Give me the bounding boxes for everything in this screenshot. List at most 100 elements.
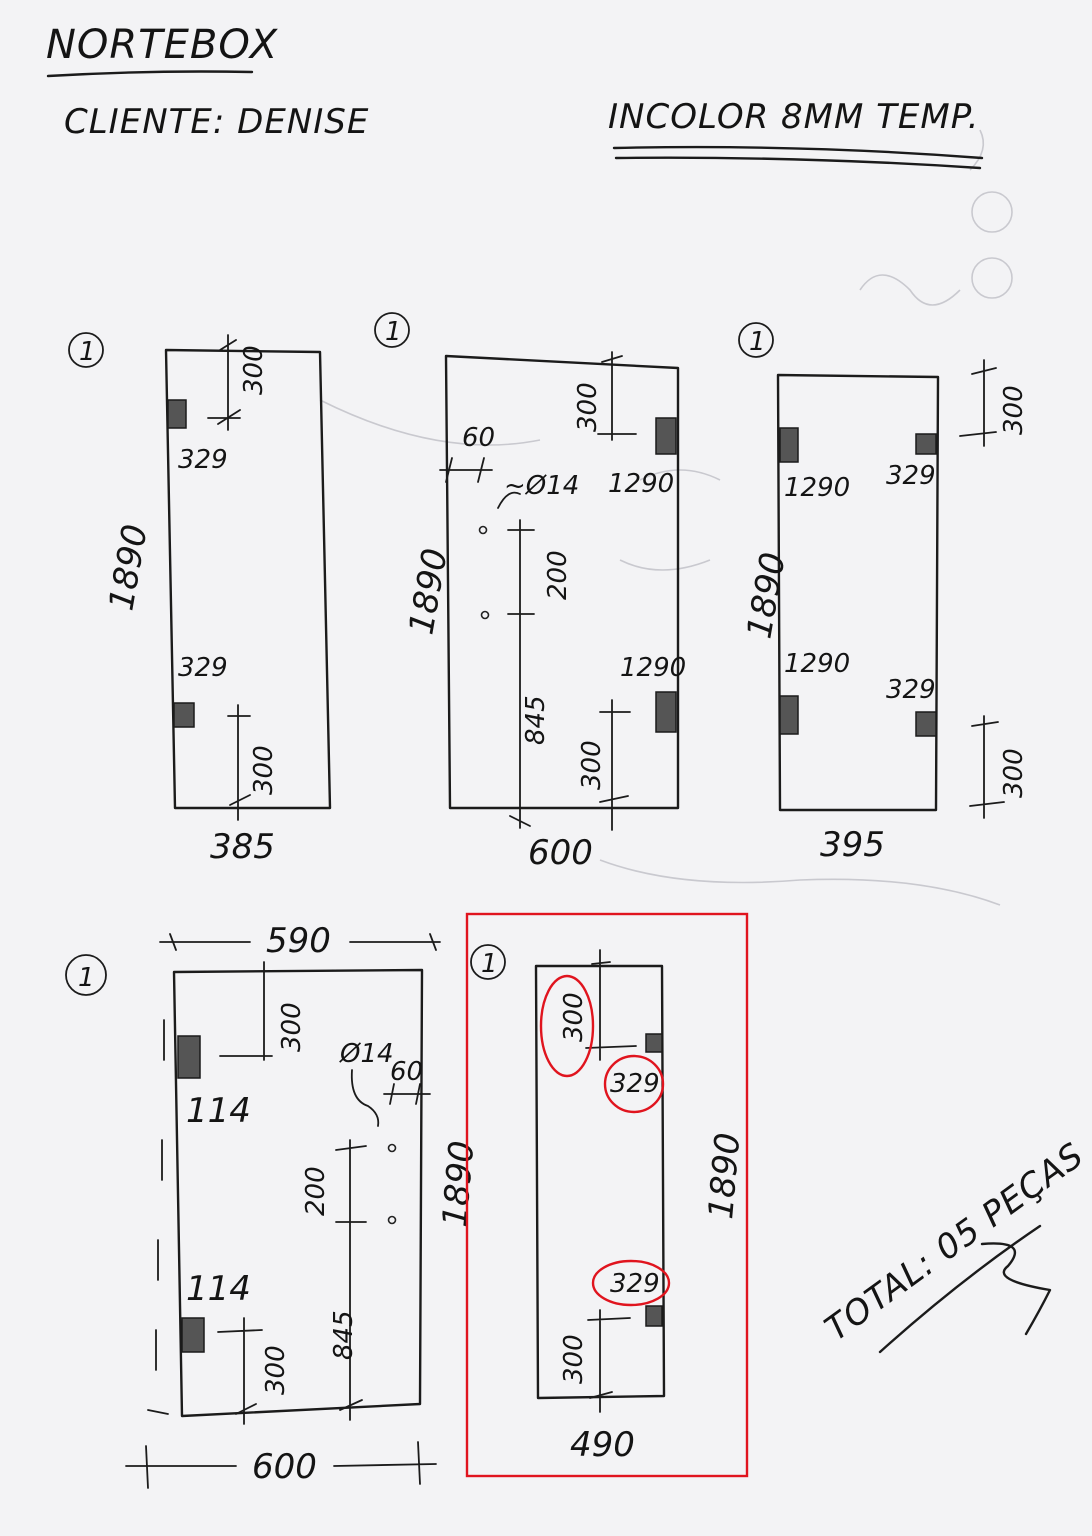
dim-line-300 [217,1317,263,1425]
width-label: 600 [252,1447,317,1487]
highlight-circle [591,1259,671,1307]
hole-leader [497,491,521,509]
qty-circle [68,332,104,368]
piece-2: 1 60 ~Ø14 300 1290 200 845 1290 300 1890… [374,312,686,873]
dim-line-300 [217,334,241,431]
client-name: CLIENTE: DENISE [64,102,369,142]
dim-line-300 [227,704,251,821]
qty-circle [65,954,107,996]
hole [478,525,488,535]
glass-outline [444,354,680,810]
width-label: 395 [820,825,885,865]
height-label: 1890 [739,549,793,641]
total-note: TOTAL: 05 PEÇAS [818,1135,1092,1354]
dim-1290-bottom: 1290 [784,649,850,679]
dim-114-bottom: 114 [186,1269,251,1309]
hinge-mark [177,1035,201,1079]
hole [387,1143,397,1153]
dim-300-bottom: 300 [999,748,1029,798]
hinge-mark [915,433,937,455]
header: NORTEBOX CLIENTE: DENISE INCOLOR 8MM TEM… [46,22,984,170]
hinge-mark [167,399,187,429]
hinge-mark [645,1305,663,1327]
dim-1290-top: 1290 [608,469,674,499]
dim-300-top: 300 [559,992,589,1042]
qty-label: 1 [385,317,402,347]
width-label: 385 [210,827,275,867]
hinge-mark [655,417,677,455]
dim-329-bottom: 329 [886,675,936,705]
spec-underline-2 [614,156,982,170]
top-width-line [159,933,441,951]
width-label: 600 [528,833,593,873]
hole [387,1215,397,1225]
qty-label: 1 [749,327,766,357]
width-label: 490 [570,1425,635,1465]
hole-diameter: Ø14 [339,1039,394,1069]
dim-329-top: 329 [178,445,228,475]
spec-underline-1 [612,145,984,160]
highlight-circle [603,1054,665,1114]
qty-label: 1 [79,337,96,367]
highlight-circle [539,974,595,1078]
dim-line-300 [587,1309,631,1413]
glass-outline [776,373,940,812]
back-page-ghost-marks [319,129,1013,906]
qty-label: 1 [78,963,95,993]
total-pieces: TOTAL: 05 PEÇAS [818,1135,1092,1349]
dim-329-bottom: 329 [610,1269,660,1299]
dim-line-300 [599,699,631,831]
dim-300-bottom: 300 [249,745,279,795]
qty-circle [738,322,774,358]
qty-circle [470,944,506,980]
dim-300-bottom: 300 [559,1334,589,1384]
height-label: 1890 [701,1131,748,1221]
piece-4: 1 590 300 114 Ø14 60 200 114 845 300 189… [65,921,483,1489]
dim-329-bottom: 329 [178,653,228,683]
dim-1290-top: 1290 [784,473,850,503]
dim-line-60 [383,1083,431,1105]
hinge-mark [173,702,195,728]
dim-300-top: 300 [239,345,269,395]
hole-diameter: ~Ø14 [504,471,579,501]
dim-200: 200 [543,550,573,600]
hole-leader [350,1069,380,1127]
dim-200: 200 [301,1166,331,1216]
edge-dashes [147,1019,169,1415]
hinge-mark [779,427,799,463]
company-name: NORTEBOX [46,22,279,68]
dim-1290-bottom: 1290 [620,653,686,683]
top-width-label: 590 [266,921,331,961]
piece-1: 1 300 329 329 300 1890 385 [68,332,332,867]
glass-outline [164,348,332,810]
hinge-mark [645,1033,663,1053]
dim-300-top: 300 [573,382,603,432]
dim-845: 845 [329,1310,359,1360]
height-label: 1890 [435,1139,482,1229]
qty-circle [374,312,410,348]
glass-outline [534,964,666,1400]
total-underline [878,1224,1042,1354]
dim-line-200-845 [335,1139,367,1421]
qty-label: 1 [481,949,498,979]
glass-outline [172,968,424,1418]
dim-60: 60 [462,423,495,453]
dim-line-300 [585,949,637,1061]
hole [480,610,490,620]
highlight-box [465,912,749,1478]
dim-line-300 [969,715,1005,819]
hinge-mark [779,695,799,735]
dim-329-top: 329 [886,461,936,491]
dim-line-300 [959,359,997,447]
hinge-mark [915,711,937,737]
hinge-mark [181,1317,205,1353]
dim-300-bottom: 300 [577,740,607,790]
dim-329-top: 329 [610,1069,660,1099]
dim-line-300 [219,961,273,1061]
signature-mark [980,1242,1052,1336]
hinge-mark [655,691,677,733]
company-underline [46,70,254,78]
dim-line-300 [597,351,637,441]
glass-spec: INCOLOR 8MM TEMP. [608,97,979,137]
